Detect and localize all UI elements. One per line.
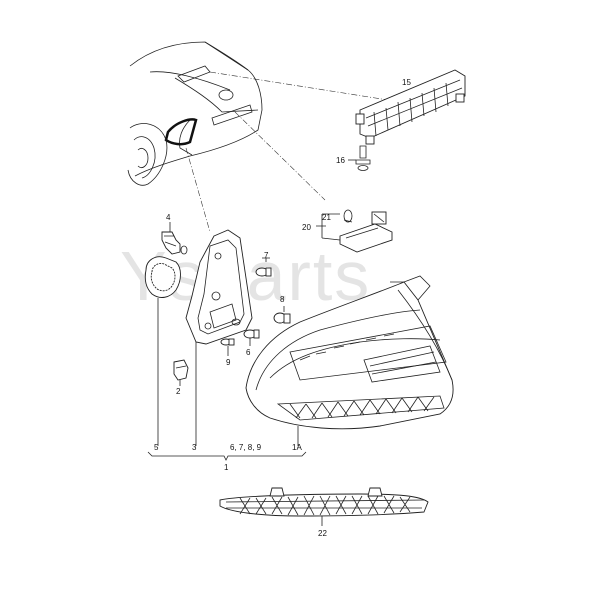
bracket-1 [147, 451, 307, 461]
leader-20 [234, 111, 326, 201]
callout-6: 6 [246, 348, 251, 357]
callout-16: 16 [336, 156, 345, 165]
leader-15 [209, 71, 389, 101]
callout-20: 20 [302, 223, 311, 232]
bracket-20 [316, 213, 341, 241]
callout-1A: 1A [292, 443, 302, 452]
part-1A-tail-light[interactable] [245, 275, 454, 430]
part-16-clip[interactable] [348, 145, 371, 171]
car-rear-illustration [127, 41, 263, 186]
callout-1: 1 [224, 463, 229, 472]
part-9-bulb[interactable] [220, 338, 235, 346]
callout-5: 5 [154, 443, 159, 452]
callout-4: 4 [166, 213, 171, 222]
leader-7 [262, 257, 270, 262]
part-4-socket[interactable] [161, 231, 188, 255]
callout-9: 9 [226, 358, 231, 367]
callout-3: 3 [192, 443, 197, 452]
callout-15: 15 [402, 78, 411, 87]
callout-21: 21 [322, 213, 331, 222]
part-5-gasket[interactable] [144, 256, 181, 298]
part-2-nut[interactable] [173, 359, 189, 381]
part-21-bulb[interactable] [343, 209, 353, 223]
part-20-plate-light[interactable] [339, 211, 393, 253]
callout-7: 7 [264, 251, 269, 260]
callout-8: 8 [280, 295, 285, 304]
callout-22: 22 [318, 529, 327, 538]
part-7-bulb[interactable] [255, 267, 272, 277]
part-6-bulb[interactable] [243, 329, 260, 339]
leader-tail-light [185, 147, 211, 233]
callout-2: 2 [176, 387, 181, 396]
callout-6789: 6, 7, 8, 9 [230, 443, 262, 452]
part-8-bulb[interactable] [273, 312, 291, 324]
part-22-reflector[interactable] [219, 487, 429, 517]
part-3-bulb-carrier[interactable] [185, 229, 253, 345]
part-15-brake-light[interactable] [355, 69, 466, 145]
